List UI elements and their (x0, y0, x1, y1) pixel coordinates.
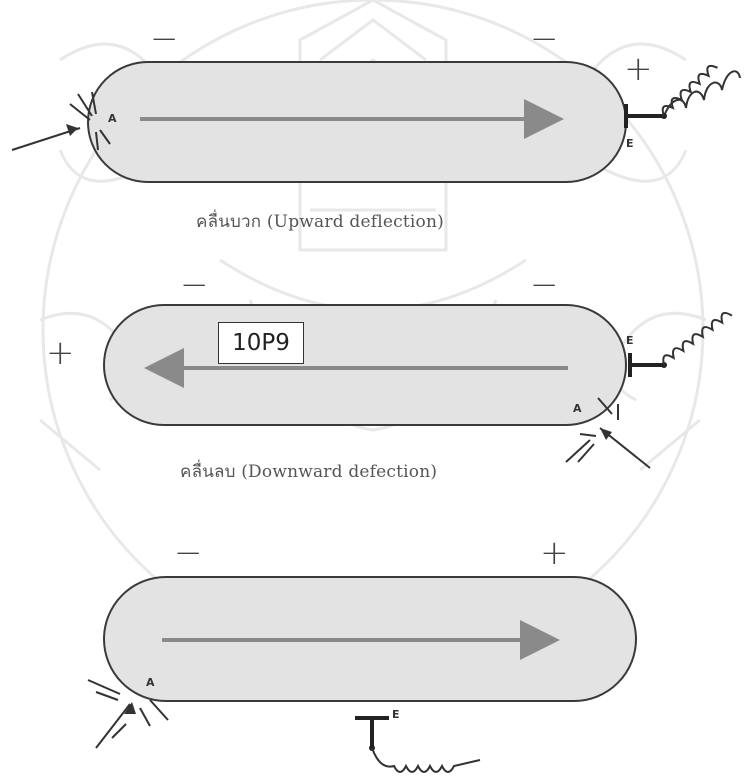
tag-label: 10P9 (218, 322, 304, 364)
point-a-3: A (146, 676, 155, 689)
sign-d1-right-top: − (530, 19, 559, 59)
sign-d3-right: + (540, 533, 569, 573)
electrode-e-2: E (626, 334, 634, 347)
coil-1 (661, 64, 718, 117)
electrode-e-3: E (392, 708, 400, 721)
coil-3 (371, 747, 481, 773)
electrode-e-1: E (626, 137, 634, 150)
electrode-2 (628, 353, 664, 377)
sign-d1-right: + (624, 49, 653, 89)
sign-d2-top-right: − (530, 265, 559, 305)
diagram-1-upward (11, 61, 741, 183)
electrode-1 (624, 104, 664, 128)
sign-d3-left: − (174, 533, 203, 573)
coil-2 (662, 311, 733, 366)
diagram-2-downward (103, 304, 733, 469)
caption-downward: คลื่นลบ (Downward defection) (180, 462, 438, 482)
point-a-1: A (108, 112, 117, 125)
caption-upward: คลื่นบวก (Upward deflection) (196, 212, 444, 232)
sign-d1-left: − (150, 19, 179, 59)
diagram-3 (87, 576, 637, 773)
sign-d2-left: + (46, 333, 75, 373)
muscle-capsule-2 (103, 304, 627, 426)
electrode-wire-1 (663, 70, 741, 117)
sign-d2-top-left: − (180, 265, 209, 305)
point-a-2: A (573, 402, 582, 415)
muscle-capsule-1 (87, 61, 627, 183)
stimulus-burst-1 (11, 91, 111, 151)
electrode-3 (355, 716, 389, 748)
stimulus-burst-3 (87, 679, 169, 749)
